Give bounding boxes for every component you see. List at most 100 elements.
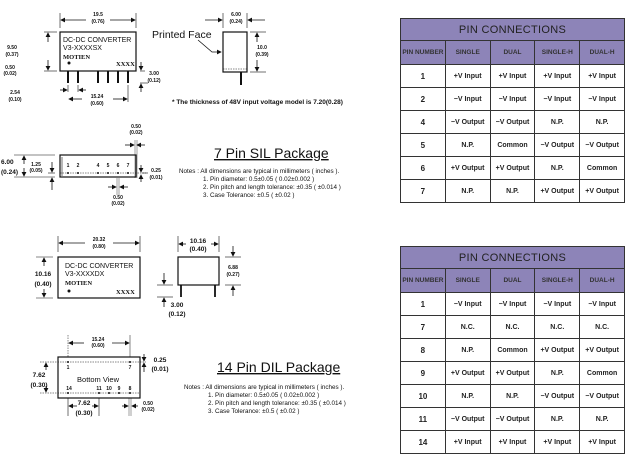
pin-function-cell: −V Output: [444, 110, 491, 134]
pin-function-cell: Common: [579, 156, 625, 180]
dim-edge-mm: 0.25: [154, 357, 167, 364]
dim-span-mm: 15.24: [91, 94, 104, 100]
pin-function-cell: +V Output: [579, 338, 625, 362]
pin-function-cell: +V Output: [444, 156, 491, 180]
pin-function-cell: N.P.: [534, 361, 581, 385]
pin-function-cell: +V Output: [489, 156, 536, 180]
pin-label: 7: [129, 365, 132, 371]
pin-function-cell: +V Output: [534, 179, 581, 203]
column-header: DUAL-H: [579, 40, 625, 65]
pin-function-cell: +V Input: [444, 64, 491, 88]
pin-function-cell: −V Input: [444, 292, 491, 316]
column-header: SINGLE-H: [534, 40, 581, 65]
pin-number-cell: 10: [400, 384, 446, 408]
dim-width-in: (0.80): [92, 244, 105, 250]
pin-function-cell: +V Input: [534, 430, 581, 454]
sil-bottom-view: 1 2 4 5 6 7 6.00 (0.24) 1.25 (0.05) 0.50…: [1, 124, 341, 207]
column-header: DUAL: [489, 40, 536, 65]
note: 2. Pin pitch and length tolerance: ±0.35…: [203, 184, 341, 191]
dil-title: 14 Pin DIL Package: [217, 359, 340, 375]
pin-function-cell: +V Input: [489, 430, 536, 454]
note: Notes : All dimensions are typical in mi…: [179, 168, 340, 175]
pin-function-cell: N.C.: [489, 315, 536, 339]
table-row: 1+V Input+V Input+V Input+V Input: [400, 64, 625, 88]
table-title: PIN CONNECTIONS: [400, 18, 625, 41]
dim-side-height-in: (0.27): [226, 272, 239, 278]
pin-function-cell: −V Input: [534, 87, 581, 111]
pin-number-cell: 14: [400, 430, 446, 454]
pin-function-cell: Common: [489, 133, 536, 157]
dim-edge-in: (0.01): [152, 366, 169, 373]
dim-height-mm: 9.50: [7, 45, 17, 51]
dim-side-width-in: (0.40): [190, 246, 207, 253]
thickness-note: * The thickness of 48V input voltage mod…: [172, 99, 343, 106]
dim-edge-in: (0.01): [149, 175, 162, 181]
dil-bottom-view: 1 7 14 11 10 9 8 Bottom View 15.24 (0.60…: [31, 335, 346, 417]
pin-function-cell: −V Input: [579, 292, 625, 316]
dim-pin-in: (0.12): [147, 78, 160, 84]
pin-function-cell: +V Output: [534, 338, 581, 362]
table-title: PIN CONNECTIONS: [400, 246, 625, 269]
pin-number-cell: 2: [400, 87, 446, 111]
dim-offset-mm: 1.25: [31, 162, 41, 168]
pin-function-cell: −V Input: [579, 87, 625, 111]
pin-function-cell: +V Output: [444, 361, 491, 385]
pin-number-cell: 8: [400, 338, 446, 362]
note: 2. Pin pitch and length tolerance: ±0.35…: [208, 400, 346, 407]
dim-span-in: (0.60): [90, 101, 103, 107]
pin-number-cell: 7: [400, 179, 446, 203]
sil-front-view: DC-DC CONVERTER V3-XXXXSX MOTIEN XXXX 19…: [3, 12, 160, 107]
dim-side-height-in: (0.39): [255, 52, 268, 58]
pin-function-cell: +V Input: [444, 430, 491, 454]
pin-function-cell: −V Output: [534, 133, 581, 157]
front-label-line2: V3-XXXXDX: [65, 271, 105, 278]
pin-number-cell: 1: [400, 292, 446, 316]
dim-side-width-in: (0.24): [229, 19, 242, 25]
pin-function-cell: −V Input: [534, 292, 581, 316]
dim-pin-dia2-in: (0.02): [111, 201, 124, 207]
dim-side-height-mm: 10.0: [257, 45, 267, 51]
front-label-line2: V3-XXXXSX: [63, 45, 102, 52]
dim-pin-dia-in: (0.02): [129, 130, 142, 136]
pin-function-cell: Common: [579, 361, 625, 385]
pin-function-cell: −V Input: [489, 87, 536, 111]
table-row: 2−V Input−V Input−V Input−V Input: [400, 87, 625, 111]
pin-function-cell: N.C.: [579, 315, 625, 339]
front-code: XXXX: [116, 61, 135, 68]
pin-function-cell: N.P.: [534, 407, 581, 431]
dim-pin-dia-in: (0.02): [141, 407, 154, 413]
pin-label: 10: [106, 386, 112, 392]
dim-pitch-in: (0.30): [76, 410, 93, 417]
pin-label: 7: [127, 163, 130, 169]
pin1-dot: [67, 61, 71, 65]
pin-label: 9: [118, 386, 121, 392]
pin-number-cell: 11: [400, 407, 446, 431]
dim-thickness-in: (0.24): [1, 169, 18, 176]
front-brand: MOTIEN: [63, 54, 90, 61]
dim-pitch-mm: 2.54: [10, 90, 20, 96]
note: Notes : All dimensions are typical in mi…: [184, 384, 345, 391]
dim-span-in: (0.60): [91, 343, 104, 349]
note: 1. Pin diameter: 0.5±0.05 ( 0.02±0.002 ): [208, 392, 319, 399]
pin-function-cell: −V Output: [489, 110, 536, 134]
pin-function-cell: Common: [489, 338, 536, 362]
pin-function-cell: +V Input: [579, 64, 625, 88]
pin-number-cell: 9: [400, 361, 446, 385]
pin-function-cell: −V Output: [534, 384, 581, 408]
pin-label: 6: [117, 163, 120, 169]
dim-width-mm: 19.5: [93, 12, 103, 18]
pin-label: 4: [97, 163, 100, 169]
dim-offset-in: (0.05): [29, 168, 42, 174]
column-header: SINGLE: [444, 268, 491, 293]
front-label-line1: DC-DC CONVERTER: [63, 37, 131, 44]
bottom-view-label: Bottom View: [77, 375, 120, 384]
